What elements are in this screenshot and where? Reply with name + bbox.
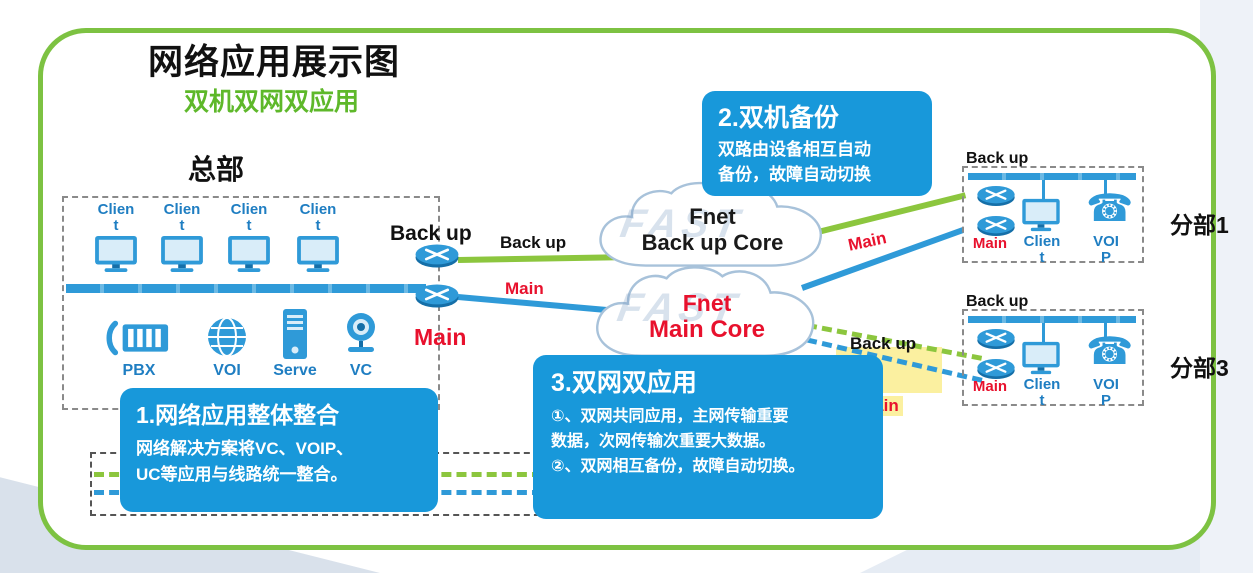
client-node: Clien t <box>88 202 144 273</box>
client-label: Clien t <box>290 202 346 234</box>
monitor-icon <box>154 235 210 273</box>
branch1-monitor-icon <box>1020 198 1062 237</box>
branch3-main-label: Main <box>972 378 1008 395</box>
hq-main-router-label: Main <box>414 324 467 350</box>
server-label: Serve <box>273 362 317 379</box>
cloud-backup-line1: Fnet <box>689 204 736 230</box>
cloud-backup-line2: Back up Core <box>641 229 784 255</box>
client-node: Clien t <box>154 202 210 273</box>
cloud-main-core: FAST Fnet Main Core <box>582 264 832 366</box>
monitor-icon <box>221 235 277 273</box>
branch1-main-label: Main <box>972 235 1008 252</box>
hq-main-router-icon <box>414 282 460 315</box>
hq-backup-router-label: Back up <box>390 222 472 245</box>
branch3-backup-link-label: Back up <box>850 334 917 353</box>
callout-dual-router-backup: 2.双机备份 双路由设备相互自动 备份，故障自动切换 <box>702 91 932 196</box>
cloud-main-text: Fnet Main Core <box>582 264 832 366</box>
hq-backup-router-icon <box>414 242 460 275</box>
branch1-voip-line2: P <box>1100 248 1111 266</box>
voip-label: VOI <box>213 362 241 379</box>
callout-title: 3.双网双应用 <box>551 369 697 397</box>
vc-label: VC <box>349 362 373 379</box>
branch1-client-line2: t <box>1039 248 1045 266</box>
pbx-icon <box>106 318 172 363</box>
branch3-backup-router-icon <box>976 327 1016 356</box>
monitor-icon <box>290 235 346 273</box>
callout-title: 1.网络应用整体整合 <box>136 402 340 428</box>
hq-main-link-label: Main <box>505 279 544 298</box>
branch1-phone-connector <box>1104 180 1107 194</box>
branch3-client-line1: Clien <box>1023 376 1061 393</box>
monitor-icon <box>88 235 144 273</box>
callout-title: 2.双机备份 <box>718 104 839 132</box>
branch1-voip-phone-icon: ☎ <box>1086 188 1134 230</box>
branch3-monitor-icon <box>1020 341 1062 380</box>
vc-camera-icon <box>338 310 384 361</box>
branch3-client-connector <box>1042 323 1045 343</box>
branch1-voip-line1: VOI <box>1093 233 1119 250</box>
client-label-line2: t <box>315 216 321 234</box>
branch3-voip-line1: VOI <box>1093 376 1119 393</box>
hq-label: 总部 <box>188 154 245 185</box>
branch3-client-line2: t <box>1039 391 1045 409</box>
voip-globe-icon <box>206 316 248 363</box>
client-node: Clien t <box>221 202 277 273</box>
pbx-label: PBX <box>122 362 156 379</box>
page-title: 网络应用展示图 <box>148 43 401 82</box>
branch3-main-router-icon <box>976 357 1016 386</box>
callout-network-integration: 1.网络应用整体整合 网络解决方案将VC、VOIP、 UC等应用与线路统一整合。 <box>120 388 438 512</box>
client-node: Clien t <box>290 202 346 273</box>
branch1-backup-router-icon <box>976 184 1016 213</box>
client-label-line1: Clien <box>230 201 268 218</box>
callout-dual-network-apps: 3.双网双应用 ①、双网共同应用，主网传输重要 数据，次网传输次重要大数据。 ②… <box>533 355 883 519</box>
cloud-main-line2: Main Core <box>648 316 765 344</box>
branch1-client-label: Clien t <box>1018 234 1066 266</box>
branch1-name: 分部1 <box>1170 212 1229 238</box>
cloud-backup-core: FAST Fnet Back up Core <box>585 180 840 275</box>
client-label-line1: Clien <box>299 201 337 218</box>
client-label-line2: t <box>179 216 185 234</box>
client-label-line1: Clien <box>163 201 201 218</box>
server-icon <box>282 308 308 365</box>
branch3-voip-label: VOI P <box>1086 377 1126 409</box>
client-label: Clien t <box>221 202 277 234</box>
branch3-client-label: Clien t <box>1018 377 1066 409</box>
page-subtitle: 双机双网双应用 <box>184 88 360 116</box>
hq-network-bus <box>66 284 426 293</box>
client-label: Clien t <box>154 202 210 234</box>
client-label: Clien t <box>88 202 144 234</box>
client-label-line2: t <box>246 216 252 234</box>
branch3-box <box>962 309 1144 406</box>
branch1-client-line1: Clien <box>1023 233 1061 250</box>
branch1-main-router-icon <box>976 214 1016 243</box>
client-label-line2: t <box>113 216 119 234</box>
cloud-shape <box>596 266 815 358</box>
callout-body: 网络解决方案将VC、VOIP、 UC等应用与线路统一整合。 <box>136 439 354 484</box>
branch1-client-connector <box>1042 180 1045 200</box>
branch3-bus <box>968 316 1136 323</box>
branch3-phone-connector <box>1104 323 1107 337</box>
branch1-voip-label: VOI P <box>1086 234 1126 266</box>
branch3-voip-line2: P <box>1100 391 1111 409</box>
cloud-backup-text: Fnet Back up Core <box>585 180 840 275</box>
branch1-box <box>962 166 1144 263</box>
client-label-line1: Clien <box>97 201 135 218</box>
cloud-main-line1: Fnet <box>682 289 732 316</box>
hq-backup-link-label: Back up <box>500 233 567 252</box>
branch3-name: 分部3 <box>1170 355 1229 381</box>
callout-body: 双路由设备相互自动 备份，故障自动切换 <box>718 140 871 184</box>
branch3-backup-label: Back up <box>966 293 1029 310</box>
branch1-bus <box>968 173 1136 180</box>
callout-body: ①、双网共同应用，主网传输重要 数据，次网传输次重要大数据。 ②、双网相互备份，… <box>551 408 805 475</box>
branch3-voip-phone-icon: ☎ <box>1086 331 1134 373</box>
branch1-backup-label: Back up <box>966 150 1029 167</box>
